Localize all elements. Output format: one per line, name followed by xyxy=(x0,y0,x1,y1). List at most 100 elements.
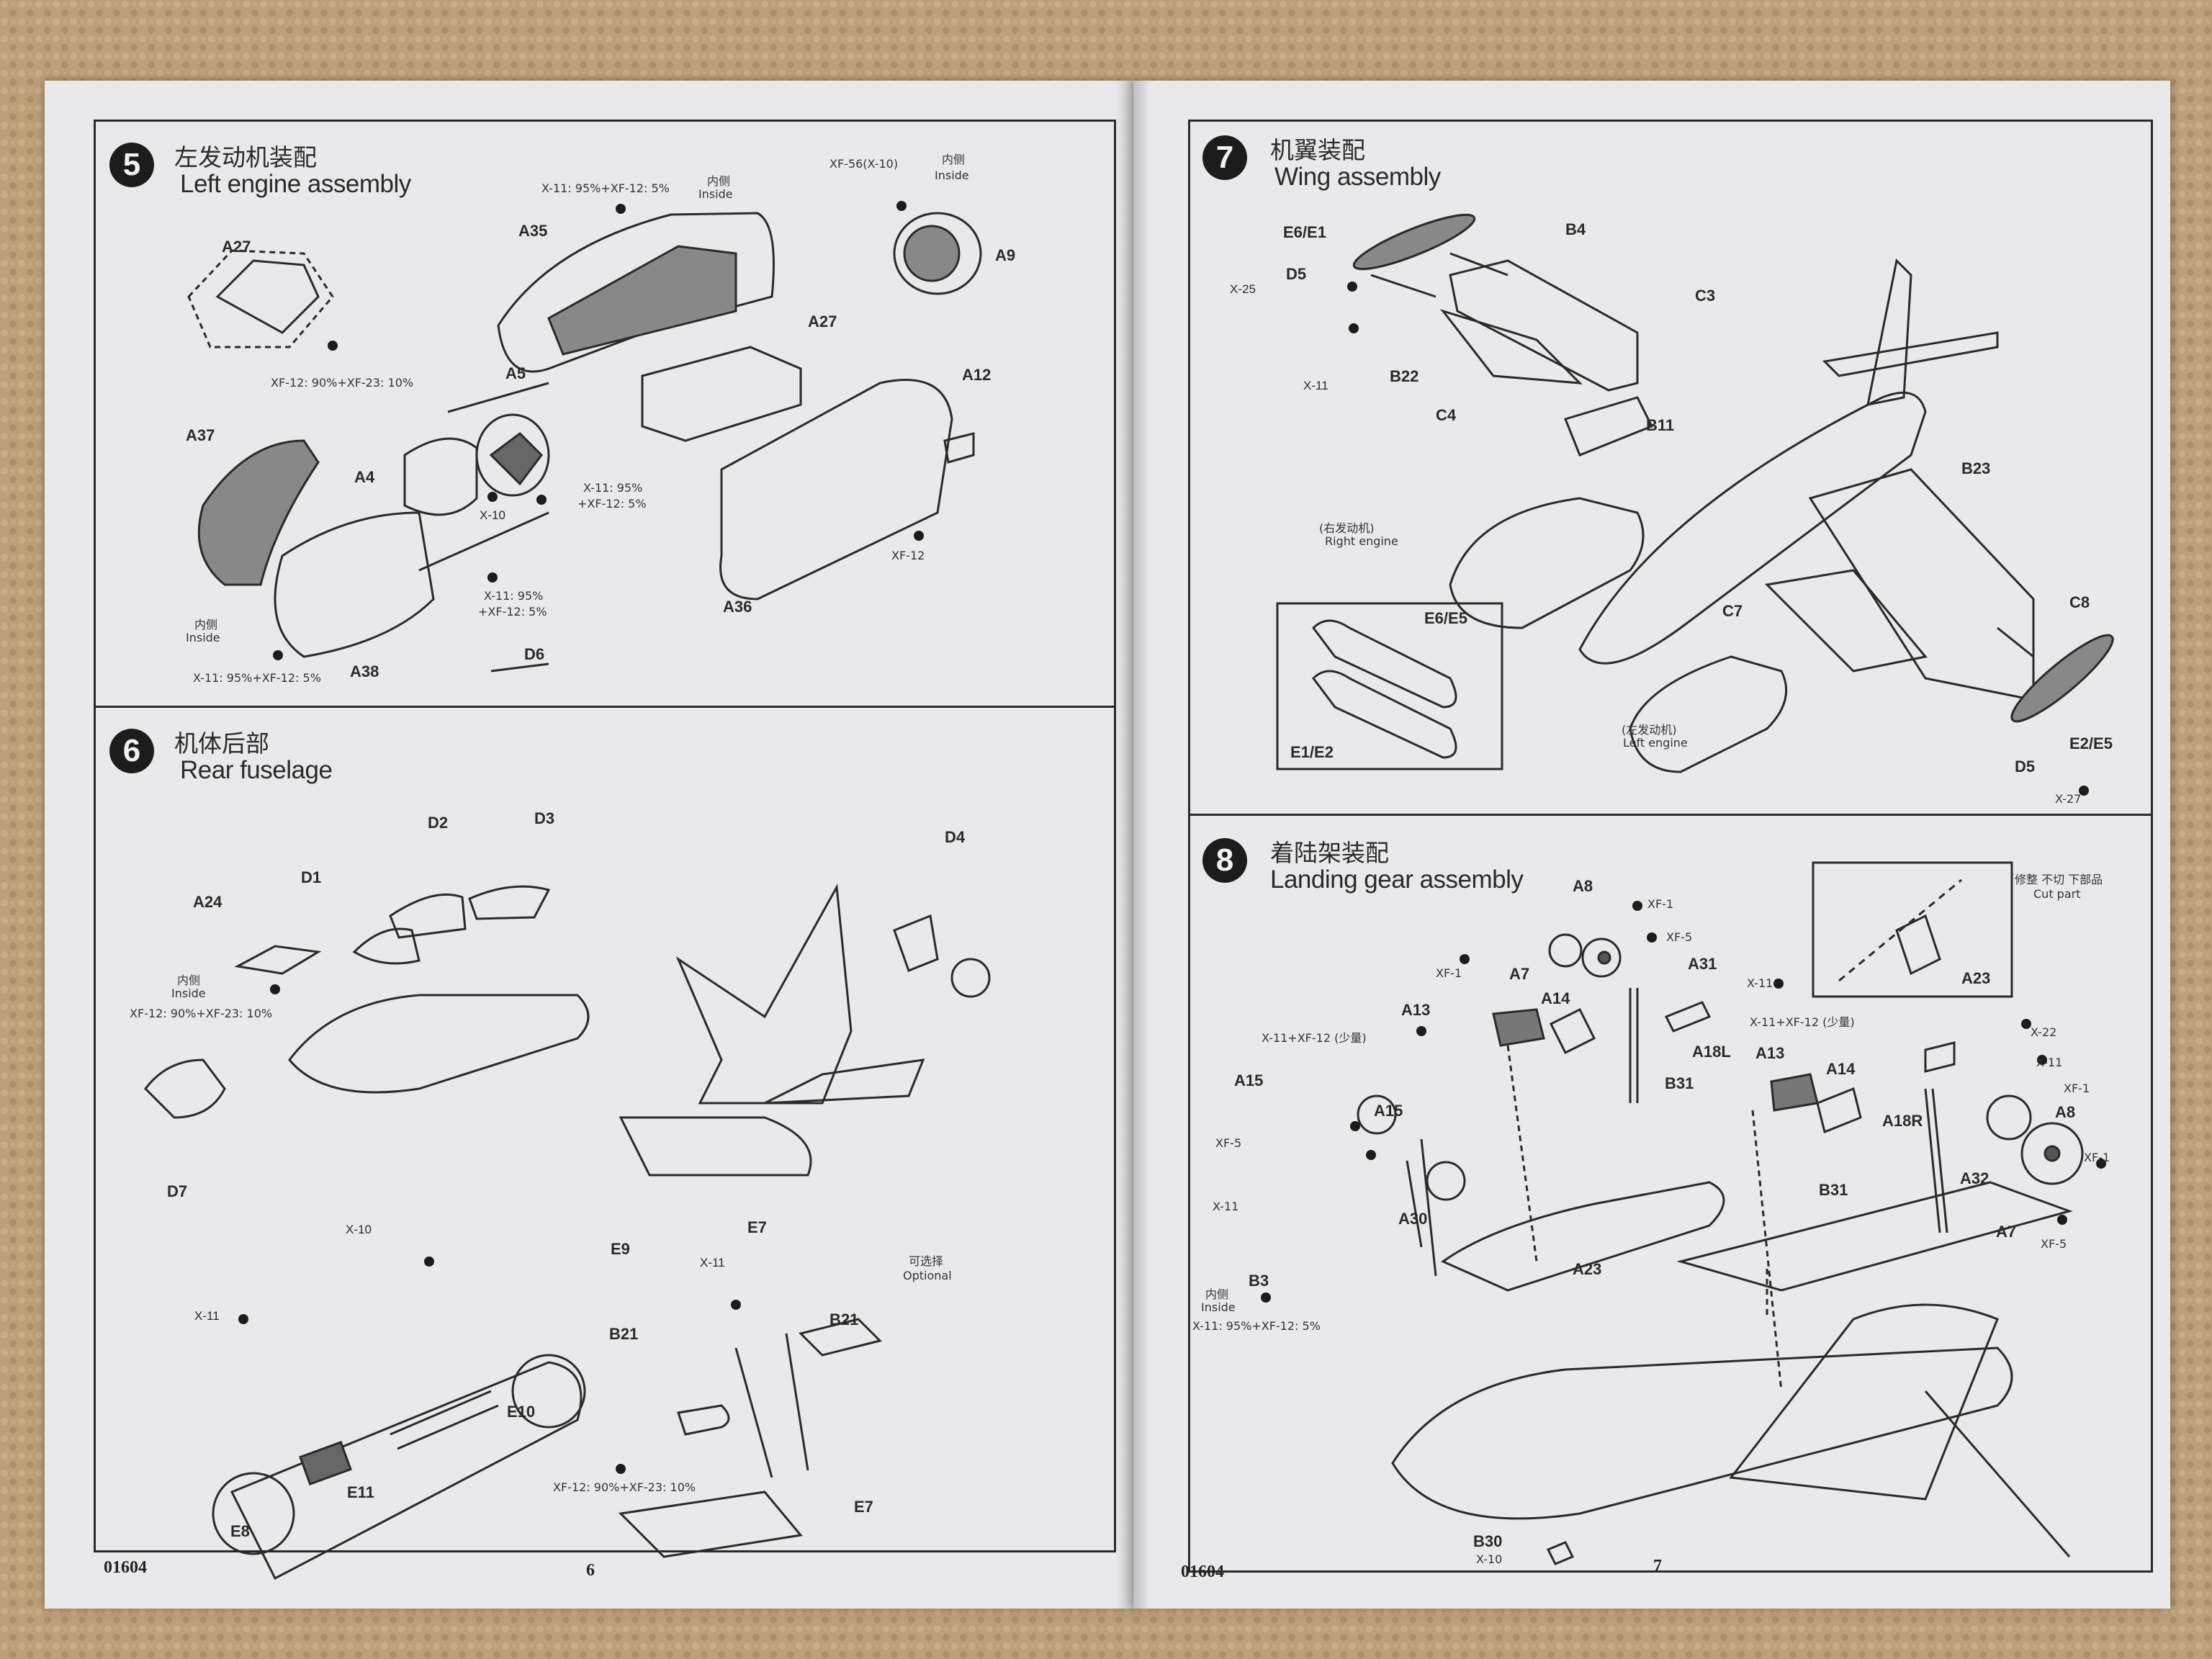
paint-note: X-11 xyxy=(2036,1056,2063,1069)
catalog-code: 01604 xyxy=(104,1558,147,1577)
paint-note: Inside xyxy=(698,187,733,201)
step-6-title-en: Rear fuselage xyxy=(180,756,333,784)
part-label: C4 xyxy=(1436,406,1457,424)
part-label: B3 xyxy=(1249,1272,1269,1290)
part-label: D7 xyxy=(167,1182,188,1200)
part-label: A18L xyxy=(1692,1043,1731,1061)
paint-note: XF-1 xyxy=(1436,966,1462,980)
part-label: B23 xyxy=(1961,459,1991,477)
part-label: A27 xyxy=(222,238,251,256)
paint-note: X-11: 95%+XF-12: 5% xyxy=(1192,1319,1321,1333)
part-label: A32 xyxy=(1960,1169,1990,1187)
step-8-title-en: Landing gear assembly xyxy=(1270,866,1524,894)
paint-note: 内侧 xyxy=(194,618,218,631)
paint-note: X-11 xyxy=(1747,976,1773,990)
part-label: A14 xyxy=(1826,1060,1856,1078)
part-label: B22 xyxy=(1390,367,1419,385)
page-number: 7 xyxy=(1653,1557,1662,1575)
page-number: 6 xyxy=(586,1561,595,1580)
part-label: A30 xyxy=(1398,1210,1428,1228)
part-label: E2/E5 xyxy=(2069,734,2113,752)
paint-note: X-11: 95%+XF-12: 5% xyxy=(193,671,321,685)
part-label: B21 xyxy=(830,1310,859,1328)
paint-note: XF-12: 90%+XF-23: 10% xyxy=(553,1480,696,1494)
paint-note: Inside xyxy=(1201,1300,1236,1314)
paint-note: X-11: 95% xyxy=(583,481,643,495)
part-label: X-10 xyxy=(480,508,505,522)
part-label: E1/E2 xyxy=(1290,743,1334,761)
paint-note: XF-1 xyxy=(2064,1082,2090,1095)
paint-note: +XF-12: 5% xyxy=(478,605,547,619)
part-label: A23 xyxy=(1573,1260,1602,1278)
left-page-frame xyxy=(94,120,1116,1552)
paint-note: 内侧 xyxy=(707,174,731,188)
part-label: C7 xyxy=(1722,602,1743,620)
part-label: A37 xyxy=(186,426,215,444)
step-8-diagram xyxy=(1261,861,2106,1565)
part-label: D4 xyxy=(945,828,966,846)
part-label: X-10 xyxy=(346,1223,372,1236)
step-5-diagram xyxy=(187,201,982,673)
step-8-badge: 8 xyxy=(1202,838,1247,883)
step-7-diagram xyxy=(1276,213,2114,796)
part-label: C8 xyxy=(2069,593,2090,611)
paint-note: XF-56(X-10) xyxy=(830,157,899,171)
paint-note: (左发动机) xyxy=(1622,723,1677,737)
part-label: D3 xyxy=(534,809,555,827)
step-6-badge: 6 xyxy=(109,729,154,773)
step-6-title-cn: 机体后部 xyxy=(174,729,269,757)
part-label: A24 xyxy=(193,893,222,911)
step-6-diagram xyxy=(144,884,991,1581)
part-label: A9 xyxy=(995,246,1016,264)
paint-note: XF-12: 90%+XF-23: 10% xyxy=(271,376,414,390)
paint-note: (右发动机) xyxy=(1319,521,1375,535)
paint-note: 内侧 xyxy=(177,974,201,987)
part-label: A8 xyxy=(2055,1103,2076,1121)
part-label: E6/E1 xyxy=(1283,223,1326,241)
part-label: B30 xyxy=(1473,1532,1503,1550)
paint-note: XF-12: 90%+XF-23: 10% xyxy=(130,1007,273,1020)
part-label: D2 xyxy=(428,814,449,832)
catalog-code: 01604 xyxy=(1181,1563,1224,1581)
part-label: X-11 xyxy=(1303,379,1328,392)
paint-note: Left engine xyxy=(1623,736,1688,750)
paint-note: X-11 xyxy=(1213,1200,1239,1213)
part-label: A36 xyxy=(723,598,752,616)
part-label: A14 xyxy=(1541,989,1570,1007)
part-label: A7 xyxy=(1996,1223,2017,1241)
part-label: B31 xyxy=(1665,1074,1694,1092)
part-label: E8 xyxy=(230,1522,250,1540)
paint-note: 修整 不切 下部品 xyxy=(2015,873,2103,886)
paint-note: XF-1 xyxy=(2084,1151,2110,1164)
part-label: E6/E5 xyxy=(1424,609,1467,627)
part-label: C3 xyxy=(1695,287,1716,305)
part-label: D5 xyxy=(2015,757,2036,775)
paint-note: Inside xyxy=(186,631,220,644)
paint-note: X-11: 95% xyxy=(484,589,544,603)
part-label: A12 xyxy=(962,366,992,384)
paint-note: +XF-12: 5% xyxy=(577,497,647,511)
part-label: D6 xyxy=(524,645,545,663)
part-label: A23 xyxy=(1961,969,1991,987)
paint-note: Inside xyxy=(935,168,969,182)
paint-note: X-27 xyxy=(2055,792,2082,806)
part-label: A4 xyxy=(354,468,375,486)
part-label: X-25 xyxy=(1230,282,1256,296)
part-label: E10 xyxy=(507,1403,536,1421)
part-label: A7 xyxy=(1509,965,1530,983)
step-8-title-cn: 着陆架装配 xyxy=(1270,839,1389,867)
part-label: A8 xyxy=(1573,877,1593,895)
paint-note: X-22 xyxy=(2031,1025,2057,1039)
step-5-title-en: Left engine assembly xyxy=(180,170,411,198)
part-label: A15 xyxy=(1234,1071,1264,1089)
part-label: E9 xyxy=(611,1240,630,1258)
part-label: A5 xyxy=(505,364,526,382)
step-7-title-cn: 机翼装配 xyxy=(1270,136,1365,164)
paint-note: XF-5 xyxy=(1666,930,1693,944)
paint-note: Inside xyxy=(171,986,206,1000)
paint-note: Optional xyxy=(903,1269,952,1282)
part-label: B21 xyxy=(609,1325,639,1343)
part-label: B4 xyxy=(1565,220,1586,238)
left-page: 5 左发动机装配 Left engine assembly xyxy=(45,81,1133,1609)
paint-note: Right engine xyxy=(1325,534,1398,548)
